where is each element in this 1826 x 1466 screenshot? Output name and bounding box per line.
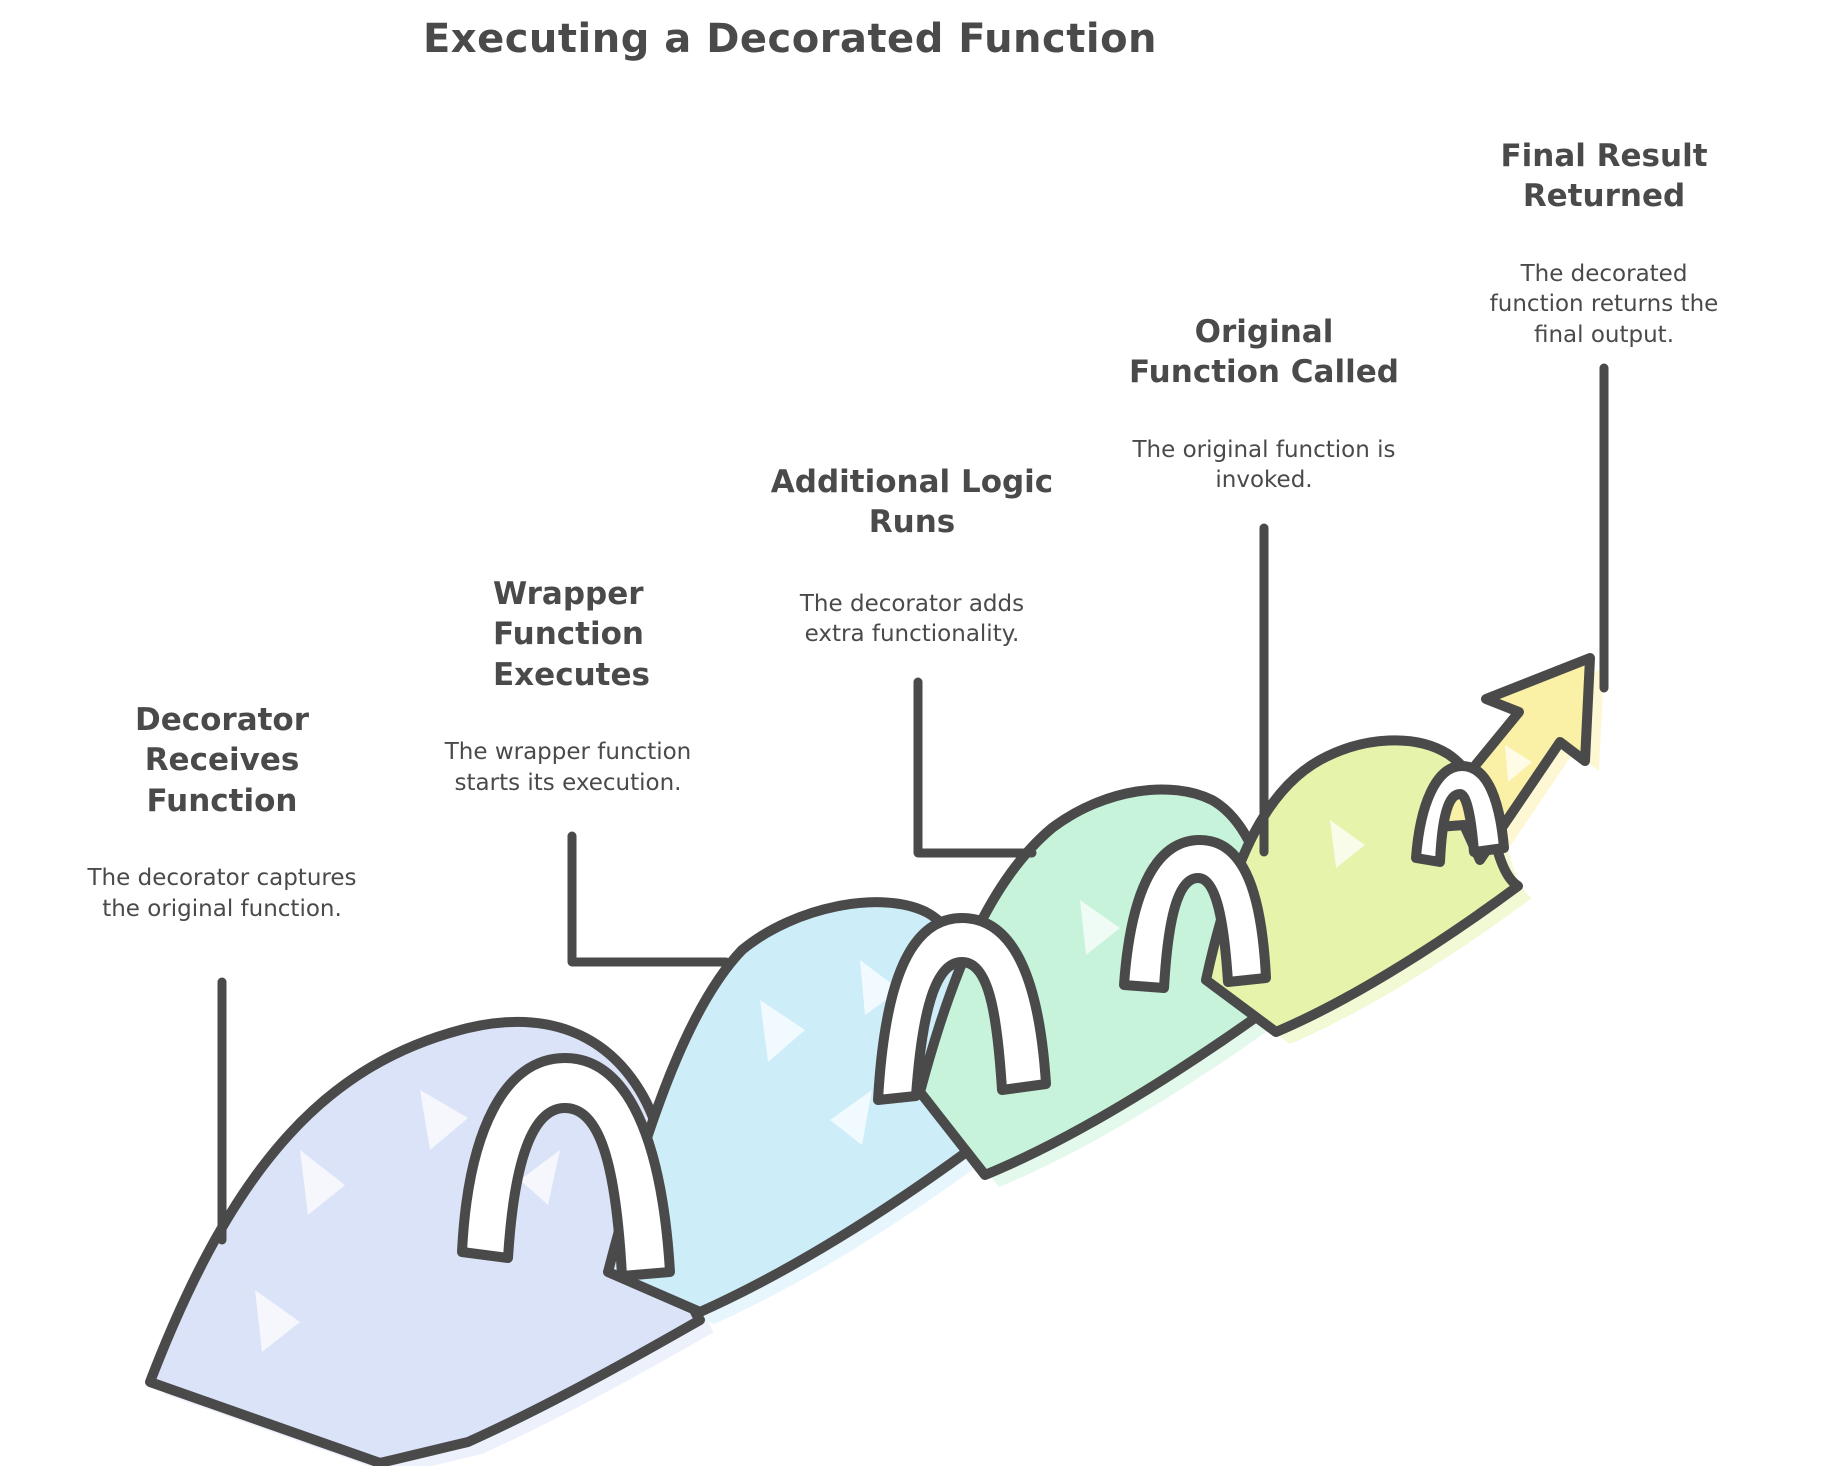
fold-arch-2 [873,913,1051,1105]
stage-additional-logic-runs: Additional Logic Runs The decorator adds… [752,462,1072,650]
stage-description: The decorator adds extra functionality. [799,590,1025,648]
ribbon-folds [457,761,1509,1281]
stage-wrapper-function-executes: Wrapper Function Executes The wrapper fu… [432,574,704,799]
stage-heading: Wrapper Function Executes [493,576,650,693]
fold-arch-1 [457,1053,675,1281]
connector-stage-2 [567,831,731,967]
stage-description: The wrapper function starts its executio… [444,738,692,796]
page-title: Executing a Decorated Function [422,16,1158,62]
stage-original-function-called: Original Function Called The original fu… [1114,312,1414,496]
stage-description: The original function is invoked. [1132,436,1396,494]
stage-heading: Decorator Receives Function [134,702,310,819]
stage-decorator-receives-function: Decorator Receives Function The decorato… [80,700,365,925]
connector-stage-3 [913,677,1037,858]
ribbon-section-1 [145,1017,705,1466]
fold-arch-4 [1411,761,1509,867]
stage-description: The decorated function returns the final… [1489,260,1719,349]
stage-heading: Final Result Returned [1500,138,1708,215]
ribbon-panels [145,653,1595,1466]
stage-final-result-returned: Final Result Returned The decorated func… [1470,136,1738,351]
stage-description: The decorator captures the original func… [87,864,357,922]
fold-arch-3 [1119,835,1271,993]
stage-heading: Original Function Called [1129,314,1399,391]
stage-connectors [217,363,1609,1245]
stage-heading: Additional Logic Runs [770,464,1054,541]
